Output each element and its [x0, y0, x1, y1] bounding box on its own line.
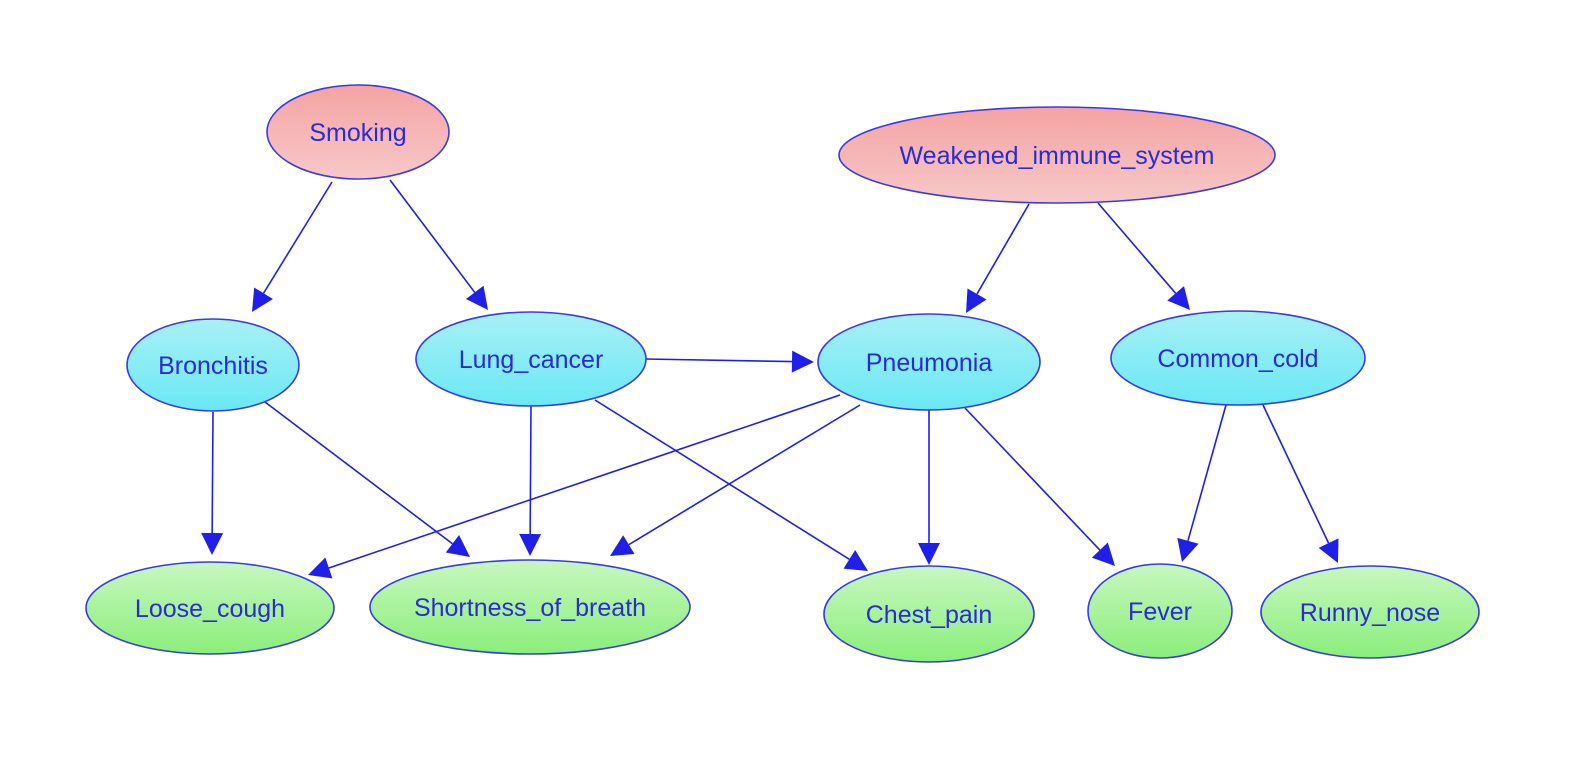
arrowhead-icon — [252, 287, 273, 312]
node-label: Bronchitis — [158, 352, 268, 380]
node-fever[interactable]: Fever — [1087, 563, 1233, 659]
edge-line — [644, 358, 793, 363]
node-ellipse — [817, 313, 1041, 411]
node-label: Common_cold — [1157, 345, 1318, 373]
arrowhead-icon — [791, 350, 814, 373]
edge-line — [264, 401, 453, 545]
edge-common-cold-to-runny-nose — [1262, 404, 1339, 563]
edge-bronchitis-to-shortness-of-breath — [264, 401, 470, 557]
node-label: Loose_cough — [135, 595, 285, 623]
edge-line — [976, 203, 1030, 295]
node-runny-nose[interactable]: Runny_nose — [1260, 565, 1480, 659]
edge-lung-cancer-to-shortness-of-breath — [519, 405, 542, 556]
node-ellipse — [415, 311, 647, 407]
edge-lung-cancer-to-chest-pain — [594, 399, 868, 571]
edge-line — [1262, 404, 1330, 544]
arrowhead-icon — [465, 285, 488, 310]
node-label: Runny_nose — [1300, 599, 1440, 627]
node-label: Weakened_immune_system — [900, 142, 1215, 170]
node-common-cold[interactable]: Common_cold — [1110, 310, 1366, 406]
node-label: Chest_pain — [866, 601, 992, 629]
node-loose-cough[interactable]: Loose_cough — [85, 561, 335, 655]
edge-line — [211, 411, 214, 534]
edge-line — [1097, 202, 1177, 294]
node-ellipse — [823, 565, 1035, 663]
edge-line — [628, 404, 861, 546]
edge-line — [328, 394, 841, 569]
node-chest-pain[interactable]: Chest_pain — [823, 565, 1035, 663]
edge-weakened-immune-system-to-pneumonia — [966, 203, 1030, 313]
arrowhead-icon — [843, 549, 868, 571]
arrowhead-icon — [966, 288, 987, 313]
node-label: Fever — [1128, 598, 1192, 626]
arrowhead-icon — [445, 534, 470, 557]
node-ellipse — [1260, 565, 1480, 659]
node-shortness-of-breath[interactable]: Shortness_of_breath — [369, 559, 691, 655]
arrowhead-icon — [1091, 542, 1115, 566]
edge-line — [262, 181, 333, 294]
node-bronchitis[interactable]: Bronchitis — [126, 318, 300, 412]
node-label: Shortness_of_breath — [414, 594, 646, 622]
node-ellipse — [838, 106, 1276, 204]
node-ellipse — [1110, 310, 1366, 406]
edge-line — [389, 179, 476, 293]
edge-line — [594, 399, 850, 560]
edge-pneumonia-to-shortness-of-breath — [610, 404, 861, 556]
edge-lung-cancer-to-pneumonia — [644, 350, 814, 373]
edge-smoking-to-lung-cancer — [389, 179, 488, 310]
arrowhead-icon — [201, 532, 224, 555]
arrowhead-icon — [308, 557, 333, 579]
node-ellipse — [85, 561, 335, 655]
node-ellipse — [369, 559, 691, 655]
edge-pneumonia-to-fever — [964, 407, 1115, 566]
edge-common-cold-to-fever — [1177, 404, 1227, 562]
edge-line — [529, 405, 532, 535]
arrowhead-icon — [1318, 538, 1339, 563]
node-lung-cancer[interactable]: Lung_cancer — [415, 311, 647, 407]
node-smoking[interactable]: Smoking — [266, 84, 450, 180]
edge-pneumonia-to-loose-cough — [308, 394, 841, 579]
edge-line — [964, 407, 1101, 551]
node-weakened-immune-system[interactable]: Weakened_immune_system — [838, 106, 1276, 204]
node-pneumonia[interactable]: Pneumonia — [817, 313, 1041, 411]
arrowhead-icon — [918, 543, 940, 565]
node-ellipse — [126, 318, 300, 412]
edge-smoking-to-bronchitis — [252, 181, 333, 312]
edge-line — [1187, 404, 1227, 542]
edges-layer — [201, 179, 1339, 579]
node-label: Smoking — [309, 119, 406, 147]
arrowhead-icon — [1167, 286, 1190, 310]
edge-bronchitis-to-loose-cough — [201, 411, 224, 555]
arrowhead-icon — [1177, 537, 1199, 562]
node-label: Lung_cancer — [459, 346, 604, 374]
arrowhead-icon — [610, 535, 635, 556]
node-label: Pneumonia — [866, 349, 993, 377]
node-ellipse — [1087, 563, 1233, 659]
arrowhead-icon — [519, 533, 542, 556]
edge-pneumonia-to-chest-pain — [918, 410, 940, 565]
node-ellipse — [266, 84, 450, 180]
edge-weakened-immune-system-to-common-cold — [1097, 202, 1190, 310]
